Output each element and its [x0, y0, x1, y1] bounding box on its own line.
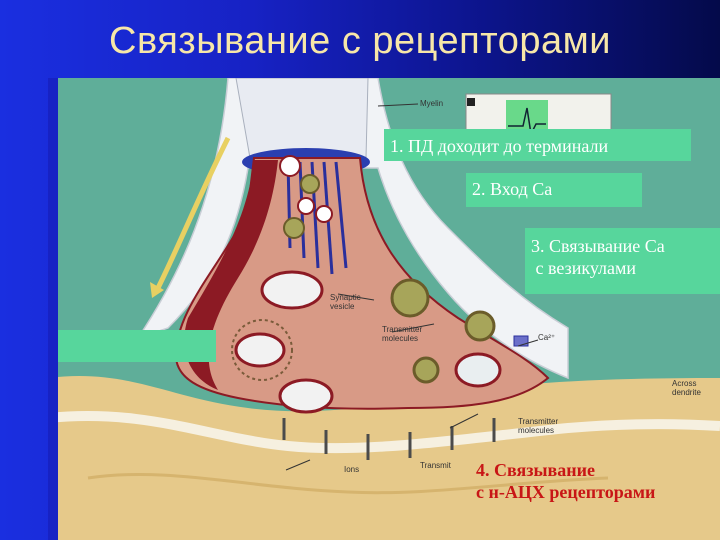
calcium-channel: [513, 335, 529, 347]
vesicle-group: [234, 155, 502, 414]
endosome: [260, 270, 324, 310]
pointer-line: [285, 459, 311, 471]
label-ions: Ions: [344, 465, 359, 474]
label-transmitter-molecules-b-2: molecules: [518, 426, 554, 435]
step-1-label: 1. ПД доходит до терминали: [384, 129, 691, 161]
pointer-line: [391, 323, 435, 333]
label-transmitter-molecules-2: molecules: [382, 334, 418, 343]
synaptic-vesicle: [300, 174, 320, 194]
synaptic-vesicle: [412, 356, 440, 384]
action-potential-trace: [508, 107, 546, 137]
step-3-text-line2: с везикулами: [531, 258, 637, 278]
synaptic-vesicle: [279, 155, 301, 177]
pointer-line: [337, 293, 375, 301]
synaptic-vesicle: [315, 205, 333, 223]
step-4-label: 4. Связывание с н-АЦХ рецепторами: [470, 455, 720, 517]
label-synaptic-vesicle-2: vesicle: [330, 302, 355, 311]
pointer-line: [449, 413, 479, 429]
mask-box: [48, 330, 216, 362]
recycled-vesicle: [234, 332, 286, 368]
neurofilament: [334, 161, 348, 269]
label-calcium: Ca²⁺: [538, 333, 555, 342]
pointer-line: [517, 339, 539, 347]
label-transmitter-molecules-b-1: Transmitter: [518, 417, 558, 426]
left-frame: [48, 78, 58, 540]
step-3-text-line1: 3. Связывание Ca: [531, 236, 665, 256]
postsynaptic-membrane: [48, 411, 720, 454]
step-2-text: 2. Вход Ca: [472, 179, 553, 199]
label-transmitter: Transmit: [420, 461, 452, 470]
transport-arrow: [155, 136, 231, 290]
label-across-dendrite-2: dendrite: [672, 388, 701, 397]
synaptic-vesicle: [390, 278, 430, 318]
label-across-dendrite-1: Across: [672, 379, 696, 388]
pointer-line: [377, 103, 419, 107]
panel-marker: [467, 98, 475, 106]
synaptic-vesicle: [297, 197, 315, 215]
synaptic-vesicle: [283, 217, 305, 239]
label-synaptic-vesicle-1: Synaptic: [330, 293, 361, 302]
step-1-text: 1. ПД доходит до терминали: [390, 136, 609, 156]
glial-sheath: [136, 78, 569, 380]
dendrite-body: [48, 375, 720, 540]
coated-vesicle: [231, 319, 293, 381]
step-2-label: 2. Вход Ca: [466, 173, 642, 207]
fusing-vesicle: [454, 352, 502, 388]
membrane-pit: [278, 378, 334, 414]
receptor-row: [282, 418, 496, 460]
synaptic-vesicle: [464, 310, 496, 342]
slide-title: Связывание с рецепторами: [109, 20, 611, 62]
transport-arrowhead: [150, 282, 164, 298]
label-myelin: Myelin: [420, 99, 443, 108]
label-transmitter-molecules-1: Transmitter: [382, 325, 422, 334]
dendrite-contour: [87, 472, 609, 495]
step-4-text-line2: с н-АЦХ рецепторами: [476, 482, 656, 502]
step-4-text-line1: 4. Связывание: [476, 460, 595, 480]
step-3-label: 3. Связывание Ca с везикулами: [525, 228, 720, 294]
